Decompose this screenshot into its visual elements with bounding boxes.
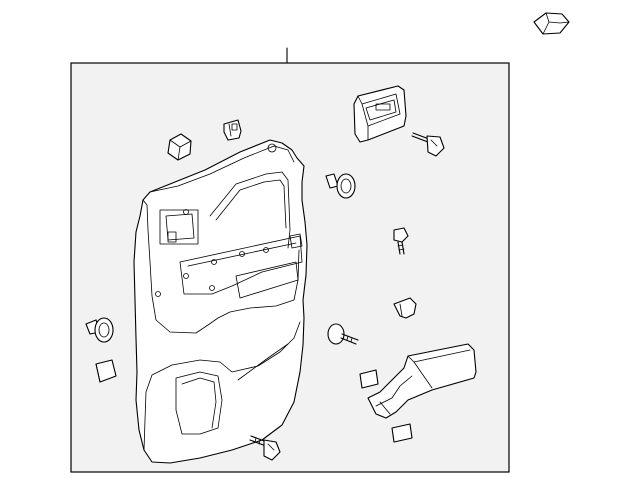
retainer-clip-icon [223, 119, 242, 141]
pad-center-icon [359, 369, 379, 389]
handle-bezel-icon [353, 85, 407, 143]
pad-bottom-icon [391, 423, 413, 443]
loose-clip-icon [533, 12, 570, 35]
push-pin-left-icon [85, 317, 114, 343]
armrest-icon [367, 343, 477, 419]
pad-left-icon [95, 359, 117, 383]
clip-fastener-icon [327, 323, 359, 345]
plug-icon [393, 297, 417, 319]
bolt-icon [393, 227, 409, 255]
bottom-screw-icon [249, 435, 281, 461]
push-pin-icon [325, 173, 356, 199]
screw-icon [411, 132, 445, 157]
door-trim-panel-icon [133, 139, 308, 464]
hex-nut-icon [167, 133, 192, 161]
